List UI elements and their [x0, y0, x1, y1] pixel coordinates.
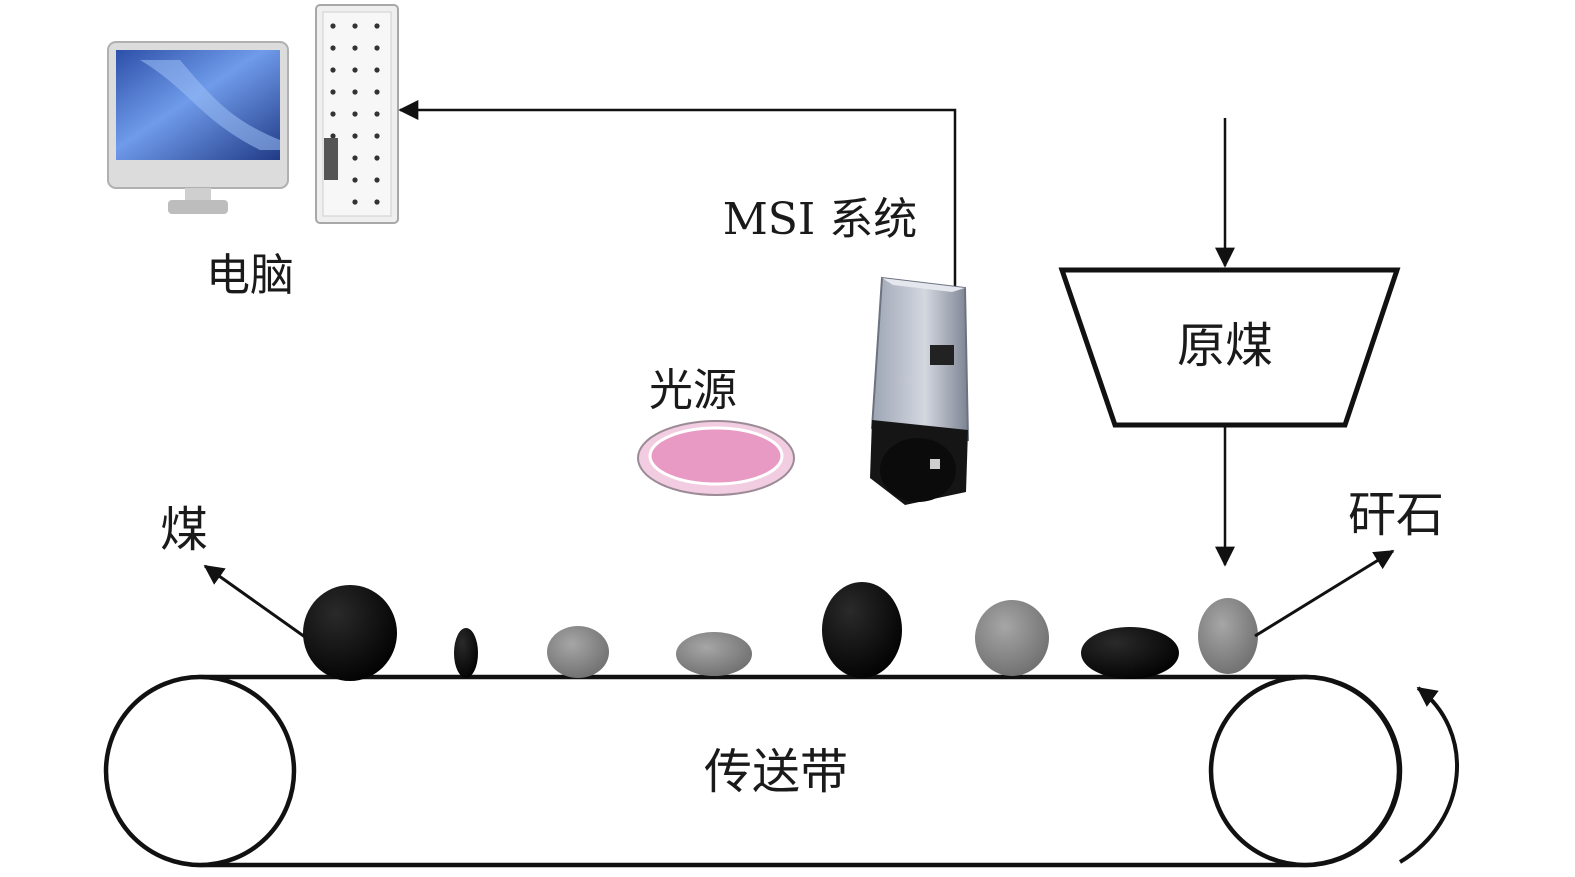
raw-coal-hopper [1058, 267, 1401, 428]
raw-coal-label: 原煤 [1177, 318, 1273, 374]
vent-hole [374, 199, 380, 205]
signal-line [398, 100, 957, 290]
tower-vent-holes [330, 23, 380, 205]
gangue-particle [1198, 598, 1258, 674]
vent-hole [374, 23, 380, 29]
vent-hole [374, 89, 380, 95]
msi-system-label: MSI 系统 [723, 194, 918, 245]
computer-tower [315, 4, 399, 224]
vent-hole [374, 133, 380, 139]
coal-label: 煤 [160, 502, 208, 558]
coal-particle [1081, 627, 1179, 679]
conveyor-belt [103, 674, 1403, 868]
gangue-output-arrow [1254, 549, 1395, 638]
rotation-arrow [1398, 686, 1459, 864]
vent-hole [352, 133, 358, 139]
vent-hole [374, 67, 380, 73]
conveyor-label: 传送带 [704, 744, 848, 800]
msi-camera [870, 276, 970, 505]
vent-hole [374, 177, 380, 183]
light-source-label: 光源 [649, 365, 737, 416]
vent-hole [352, 23, 358, 29]
left-roller [103, 674, 297, 868]
computer: 电脑 [107, 4, 399, 301]
vent-hole [352, 199, 358, 205]
vent-hole [330, 45, 336, 51]
coal-output-arrow [203, 564, 306, 639]
vent-hole [352, 155, 358, 161]
vent-hole [330, 111, 336, 117]
gangue-particle [975, 600, 1049, 676]
vent-hole [374, 155, 380, 161]
vent-hole [330, 133, 336, 139]
vent-hole [352, 177, 358, 183]
vent-hole [374, 45, 380, 51]
vent-hole [330, 67, 336, 73]
coal-particle [303, 585, 397, 681]
gangue-particle [547, 626, 609, 678]
vent-hole [374, 111, 380, 117]
coal-particle [822, 582, 902, 678]
vent-hole [352, 45, 358, 51]
vent-hole [330, 89, 336, 95]
vent-hole [330, 23, 336, 29]
vent-hole [352, 111, 358, 117]
right-roller [1208, 674, 1402, 868]
computer-label: 电脑 [206, 250, 294, 301]
gangue-particle [676, 632, 752, 676]
coal-particle [454, 628, 478, 678]
gangue-label: 矸石 [1348, 487, 1444, 543]
vent-hole [352, 67, 358, 73]
monitor [107, 41, 289, 214]
light-source [637, 420, 795, 496]
vent-hole [352, 89, 358, 95]
particles [303, 582, 1258, 681]
